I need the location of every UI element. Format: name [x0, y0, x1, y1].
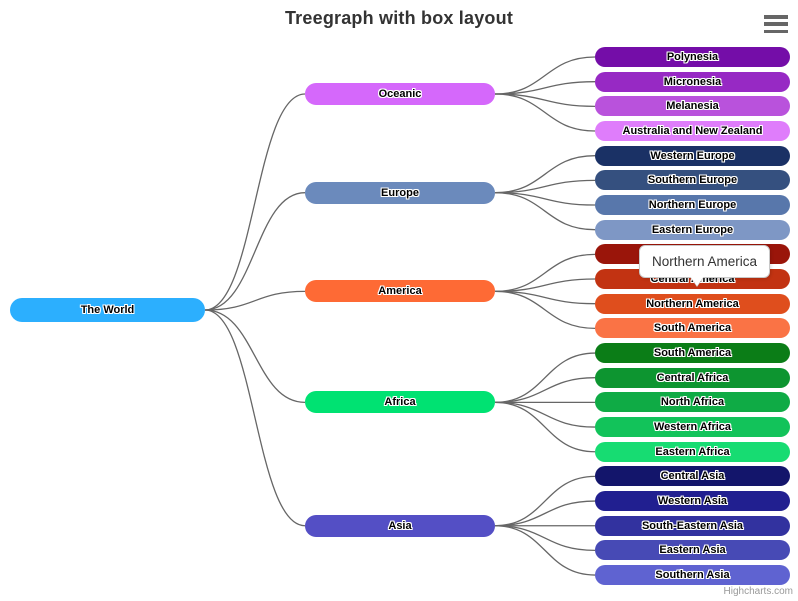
- node-label: Australia and New Zealand: [622, 125, 763, 137]
- link-line: [494, 192, 596, 231]
- hamburger-icon: [764, 29, 788, 33]
- link-line: [494, 377, 596, 404]
- tree-node-eastern-africa[interactable]: Eastern Africa: [595, 441, 790, 462]
- link-line: [494, 93, 596, 107]
- node-label: Central Africa: [656, 371, 729, 384]
- link-line: [204, 309, 306, 527]
- node-label: Melanesia: [666, 100, 719, 113]
- tree-node-western-africa[interactable]: Western Africa: [595, 417, 790, 438]
- tree-node-northern-america[interactable]: Northern America: [595, 293, 790, 314]
- tree-node-the-world[interactable]: The World: [10, 298, 205, 322]
- link-line: [494, 93, 596, 132]
- tree-node-south-america[interactable]: South America: [595, 318, 790, 339]
- link-line: [494, 179, 596, 194]
- node-label: Eastern Africa: [655, 445, 730, 458]
- node-label: North Africa: [660, 396, 725, 409]
- tree-node-oceanic[interactable]: Oceanic: [305, 83, 495, 105]
- node-label: The World: [80, 304, 135, 316]
- link-line: [494, 290, 596, 305]
- tree-node-western-asia[interactable]: Western Asia: [595, 491, 790, 512]
- tooltip: Northern America: [639, 245, 771, 286]
- tooltip-text: Northern America: [652, 254, 758, 269]
- node-label: Northern Europe: [648, 199, 737, 212]
- link-line: [494, 401, 596, 453]
- node-label: Asia: [388, 519, 412, 532]
- node-label: Central Asia: [660, 470, 725, 483]
- node-label: Oceanic: [378, 88, 422, 100]
- link-line: [494, 192, 596, 206]
- link-line: [494, 475, 596, 527]
- node-label: Polynesia: [666, 51, 719, 63]
- tree-node-america[interactable]: America: [305, 280, 495, 303]
- tree-node-micronesia[interactable]: Micronesia: [595, 71, 790, 92]
- tree-node-northern-europe[interactable]: Northern Europe: [595, 195, 790, 216]
- tree-node-south-america[interactable]: South America: [595, 343, 790, 364]
- tree-node-western-europe[interactable]: Western Europe: [595, 145, 790, 166]
- link-line: [494, 56, 596, 95]
- node-label: Southern Europe: [647, 174, 738, 187]
- tree-node-australia-and-new-zealand[interactable]: Australia and New Zealand: [595, 121, 790, 141]
- link-line: [494, 290, 596, 330]
- link-line: [494, 81, 596, 95]
- credits-link[interactable]: Highcharts.com: [723, 586, 793, 597]
- tree-node-africa[interactable]: Africa: [305, 391, 495, 414]
- node-label: Southern Asia: [655, 569, 730, 582]
- tree-node-south-eastern-asia[interactable]: South-Eastern Asia: [595, 515, 790, 536]
- node-label: America: [378, 285, 422, 298]
- node-label: Micronesia: [663, 75, 722, 88]
- link-line: [494, 253, 596, 293]
- link-line: [494, 525, 596, 552]
- node-label: Africa: [384, 396, 416, 409]
- tree-node-polynesia[interactable]: Polynesia: [595, 47, 790, 67]
- tree-node-eastern-asia[interactable]: Eastern Asia: [595, 540, 790, 561]
- node-label: Europe: [381, 186, 419, 199]
- node-label: Western Europe: [650, 149, 735, 162]
- hamburger-icon: [764, 15, 788, 19]
- tooltip-pointer-icon: [690, 276, 704, 286]
- tree-node-central-asia[interactable]: Central Asia: [595, 466, 790, 487]
- tree-node-asia[interactable]: Asia: [305, 514, 495, 537]
- link-line: [204, 290, 306, 311]
- link-line: [494, 155, 596, 194]
- node-label: Western Asia: [657, 495, 728, 508]
- link-line: [494, 500, 596, 527]
- node-label: South America: [653, 347, 732, 360]
- node-label: Eastern Asia: [659, 544, 726, 557]
- tree-node-southern-europe[interactable]: Southern Europe: [595, 170, 790, 191]
- chart-title: Treegraph with box layout: [284, 8, 514, 28]
- link-line: [494, 525, 596, 576]
- link-line: [494, 352, 596, 404]
- link-line: [204, 309, 306, 404]
- node-label: Eastern Europe: [651, 223, 734, 236]
- tree-node-north-africa[interactable]: North Africa: [595, 392, 790, 413]
- node-label: Northern America: [646, 297, 739, 310]
- tree-node-central-africa[interactable]: Central Africa: [595, 367, 790, 388]
- link-line: [204, 192, 306, 311]
- link-line: [494, 401, 596, 428]
- tree-node-melanesia[interactable]: Melanesia: [595, 96, 790, 117]
- node-label: Western Africa: [653, 421, 732, 434]
- node-label: South America: [653, 322, 732, 335]
- node-label: South-Eastern Asia: [641, 519, 744, 532]
- hamburger-icon: [764, 22, 788, 26]
- context-menu-button[interactable]: [764, 14, 790, 34]
- tree-node-southern-asia[interactable]: Southern Asia: [595, 565, 790, 586]
- link-line: [494, 278, 596, 293]
- tree-node-eastern-europe[interactable]: Eastern Europe: [595, 219, 790, 240]
- link-line: [204, 93, 306, 311]
- tree-node-europe[interactable]: Europe: [305, 181, 495, 204]
